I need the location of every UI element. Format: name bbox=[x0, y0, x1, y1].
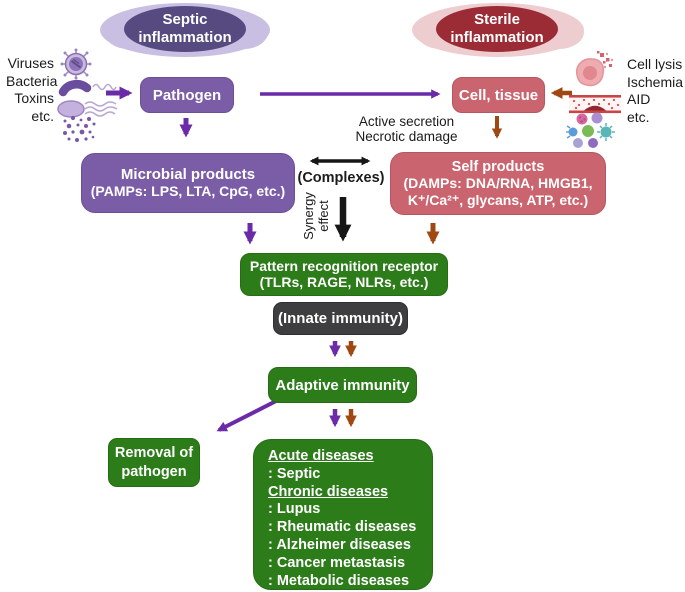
sterile-causes-list: Cell lysis Ischemia AID etc. bbox=[627, 56, 684, 125]
self-products-sub: (DAMPs: DNA/RNA, HMGB1, K⁺/Ca²⁺, glycans… bbox=[403, 175, 593, 208]
self-products-box: Self products (DAMPs: DNA/RNA, HMGB1, K⁺… bbox=[390, 152, 606, 215]
septic-inflammation-ellipse: Septic inflammation bbox=[124, 6, 246, 52]
synergy-effect-label: Synergy effect bbox=[301, 192, 331, 240]
cell-tissue-label: Cell, tissue bbox=[458, 86, 539, 104]
bacteria-icon bbox=[58, 80, 117, 97]
complexes-label: (Complexes) bbox=[297, 170, 385, 186]
sterile-inflammation-label: Sterile inflammation bbox=[450, 11, 544, 46]
blood-vessel-ischemia-icon bbox=[569, 95, 621, 114]
diseases-line: : Septic bbox=[268, 465, 321, 482]
pathogen-box: Pathogen bbox=[140, 77, 234, 113]
diseases-line: Chronic diseases bbox=[268, 483, 389, 500]
microbial-products-box: Microbial products (PAMPs: LPS, LTA, CpG… bbox=[81, 153, 295, 213]
arrow-adaptive-to-removal bbox=[216, 397, 281, 432]
innate-immunity-label: (Innate immunity) bbox=[277, 310, 403, 327]
virus-icon bbox=[60, 48, 92, 80]
microbial-products-sub: (PAMPs: LPS, LTA, CpG, etc.) bbox=[90, 183, 286, 200]
pathogen-sources-list: Viruses Bacteria Toxins etc. bbox=[6, 55, 58, 124]
diseases-box: Acute diseases : Septic Chronic diseases… bbox=[253, 439, 433, 590]
lysed-cell-icon bbox=[575, 51, 614, 87]
diseases-line: Acute diseases bbox=[268, 448, 374, 464]
diseases-line: : Lupus bbox=[268, 501, 321, 518]
prr-sub: (TLRs, RAGE, NLRs, etc.) bbox=[259, 274, 429, 291]
sterile-inflammation-ellipse: Sterile inflammation bbox=[436, 6, 558, 52]
diseases-line: : Rheumatic diseases bbox=[268, 519, 417, 536]
self-products-title: Self products bbox=[451, 159, 545, 175]
removal-of-pathogen-label: Removal of pathogen bbox=[114, 445, 194, 480]
septic-inflammation-label: Septic inflammation bbox=[138, 11, 232, 46]
adaptive-immunity-box: Adaptive immunity bbox=[268, 367, 417, 403]
microbial-products-title: Microbial products bbox=[120, 166, 256, 184]
diseases-line: : Cancer metastasis bbox=[268, 554, 406, 571]
adaptive-immunity-label: Adaptive immunity bbox=[275, 376, 410, 394]
pathogen-label: Pathogen bbox=[152, 86, 222, 104]
prr-box: Pattern recognition receptor (TLRs, RAGE… bbox=[240, 253, 448, 296]
immune-cells-icon bbox=[566, 112, 615, 148]
prr-title: Pattern recognition receptor bbox=[249, 258, 439, 275]
removal-of-pathogen-box: Removal of pathogen bbox=[108, 438, 200, 487]
cell-tissue-box: Cell, tissue bbox=[452, 77, 545, 113]
diseases-line: : Alzheimer diseases bbox=[268, 536, 411, 553]
innate-immunity-box: (Innate immunity) bbox=[273, 302, 408, 335]
secretion-note: Active secretion Necrotic damage bbox=[355, 114, 458, 144]
flagellate-bacteria-icon bbox=[57, 100, 118, 118]
toxin-dots-icon bbox=[63, 115, 96, 142]
diseases-line: : Metabolic diseases bbox=[268, 572, 410, 589]
